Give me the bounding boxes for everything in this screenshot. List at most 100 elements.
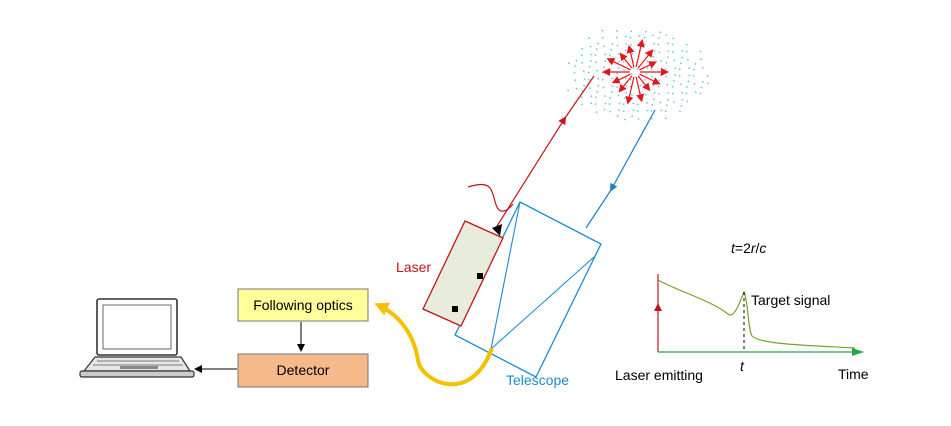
detector-label: Detector xyxy=(277,362,330,378)
laser-unit xyxy=(422,220,504,327)
aerosol-dot xyxy=(611,85,614,87)
aerosol-dot xyxy=(590,102,593,105)
aerosol-dot xyxy=(581,61,584,64)
aerosol-dot xyxy=(659,101,662,104)
aerosol-dot xyxy=(603,66,606,69)
aerosol-dot xyxy=(658,51,661,54)
aerosol-dot xyxy=(688,67,691,70)
aerosol-dot xyxy=(653,92,656,94)
aerosol-dot xyxy=(589,45,592,48)
aerosol-dot xyxy=(699,50,702,53)
aerosol-dot xyxy=(597,84,600,87)
aerosol-dot xyxy=(665,75,667,78)
aerosol-dot xyxy=(660,67,663,70)
target-signal-label: Target signal xyxy=(751,292,830,308)
aerosol-dot xyxy=(594,54,597,56)
aerosol-dot xyxy=(660,60,662,62)
round-trip-equation: t=2r/c xyxy=(731,240,766,256)
signal-timing-plot: t=2r/c Target signal Laser emitting t Ti… xyxy=(615,240,869,383)
aerosol-dot xyxy=(616,86,618,88)
aerosol-dot xyxy=(702,81,704,83)
aerosol-dot xyxy=(587,71,590,74)
aerosol-dot xyxy=(679,110,681,113)
telescope-label: Telescope xyxy=(506,372,569,388)
aerosol-dot xyxy=(583,78,586,80)
aerosol-dot xyxy=(666,84,669,86)
aerosol-dot xyxy=(651,117,653,120)
aerosol-dot xyxy=(573,71,576,74)
aerosol-dot xyxy=(567,89,569,92)
aerosol-dot xyxy=(604,95,606,97)
aerosol-dot xyxy=(601,29,604,32)
aerosol-dot xyxy=(650,68,653,70)
aerosol-dot xyxy=(595,48,598,51)
aerosol-dot xyxy=(580,103,583,106)
scatter-ray xyxy=(626,44,635,68)
aerosol-dot xyxy=(608,103,611,105)
aerosol-dot xyxy=(701,66,704,69)
aerosol-dot xyxy=(615,36,618,39)
aerosol-dot xyxy=(602,86,605,89)
aerosol-dot xyxy=(590,53,593,56)
backscatter-return-beam-lower xyxy=(585,189,612,229)
aerosol-dot xyxy=(625,35,627,38)
aerosol-dot xyxy=(631,52,634,55)
aerosol-dot xyxy=(632,102,635,105)
aerosol-dot xyxy=(653,84,655,87)
aerosol-dot xyxy=(665,104,668,107)
aerosol-dot xyxy=(681,56,684,59)
aerosol-particle-cloud xyxy=(567,29,709,121)
aerosol-dot xyxy=(685,50,688,53)
laser-pulse-profile xyxy=(467,183,514,212)
aerosol-dot xyxy=(623,97,626,100)
aerosol-dot xyxy=(629,36,632,39)
aerosol-dot xyxy=(687,80,690,83)
aerosol-dot xyxy=(650,110,653,112)
aerosol-dot xyxy=(637,118,640,120)
aerosol-dot xyxy=(609,69,612,71)
aerosol-dot xyxy=(645,52,647,54)
t-axis-tick-label: t xyxy=(740,358,745,374)
time-axis-label: Time xyxy=(838,366,869,382)
aerosol-dot xyxy=(603,45,605,47)
aerosol-dot xyxy=(657,43,660,46)
aerosol-dot xyxy=(629,78,632,81)
aerosol-dot xyxy=(667,50,670,52)
aerosol-dot xyxy=(652,98,655,101)
aerosol-dot xyxy=(664,110,667,113)
aerosol-dot xyxy=(588,37,591,40)
aerosol-dot xyxy=(590,60,592,62)
aerosol-dot xyxy=(667,92,670,94)
aerosol-dot xyxy=(643,43,646,46)
aerosol-dot xyxy=(666,42,669,45)
aerosol-dot xyxy=(622,110,625,113)
aerosol-dot xyxy=(686,100,689,103)
aerosol-dot xyxy=(637,103,639,106)
aerosol-dot xyxy=(664,117,667,120)
aerosol-dot xyxy=(639,84,642,87)
aerosol-dot xyxy=(624,77,627,79)
aerosol-dot xyxy=(625,91,627,94)
aerosol-dot xyxy=(622,61,625,63)
aerosol-dot xyxy=(567,62,570,65)
aerosol-dot xyxy=(587,78,590,81)
aerosol-dot xyxy=(680,62,682,65)
aerosol-dot xyxy=(667,98,670,101)
aerosol-dot xyxy=(610,48,613,51)
following-optics-box xyxy=(237,288,369,322)
aerosol-dot xyxy=(674,74,677,77)
aerosol-dot xyxy=(601,78,604,81)
aerosol-dot xyxy=(646,67,649,70)
aerosol-dot xyxy=(680,105,683,107)
aerosol-dot xyxy=(590,95,593,98)
aerosol-dot xyxy=(638,35,641,37)
aerosol-dot xyxy=(631,94,633,96)
aerosol-dot xyxy=(646,60,649,63)
aerosol-dot xyxy=(630,30,633,33)
aerosol-dot xyxy=(643,85,646,88)
aerosol-dot xyxy=(618,53,620,55)
aerosol-dot xyxy=(603,108,606,111)
laptop-icon xyxy=(79,298,195,378)
aerosol-dot xyxy=(673,80,675,82)
aerosol-dot xyxy=(672,37,675,40)
